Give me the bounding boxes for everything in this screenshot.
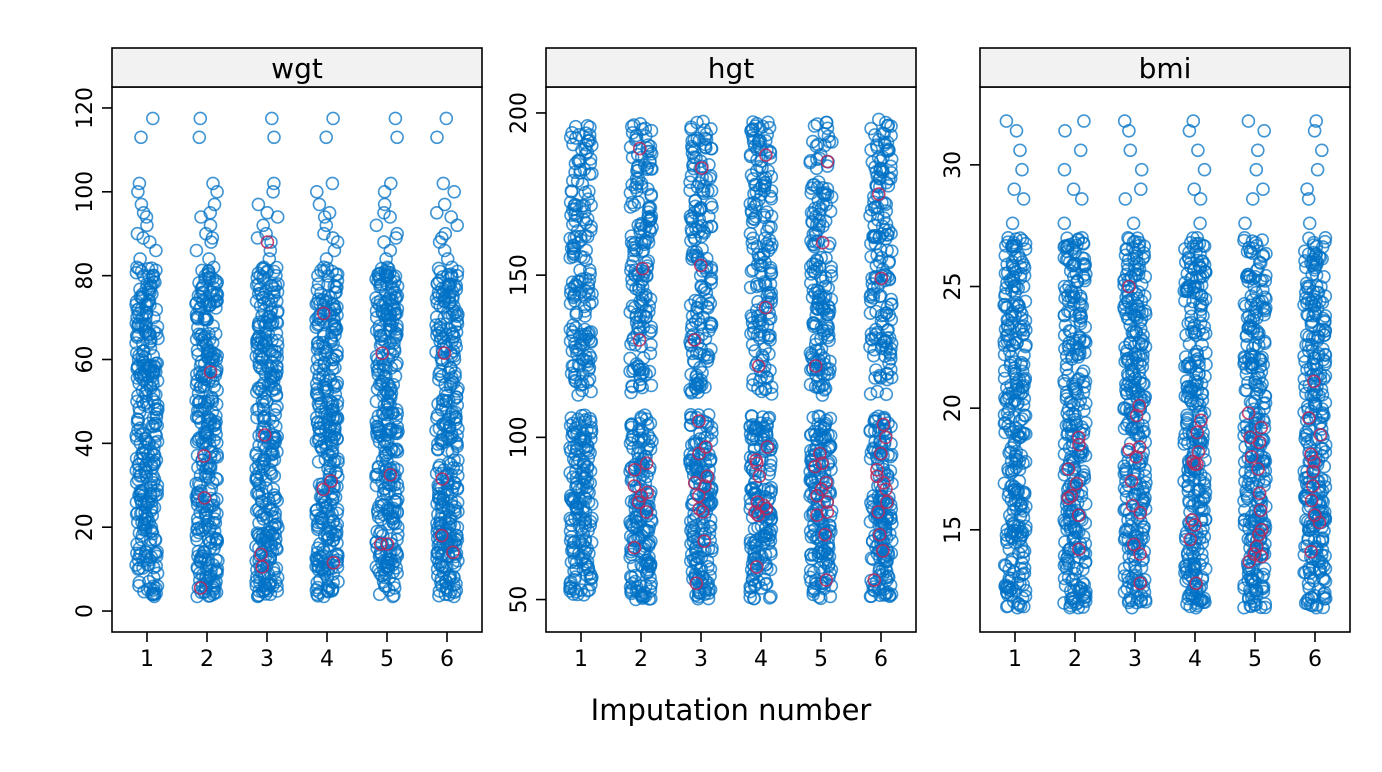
- y-tick-label: 150: [507, 254, 532, 296]
- strip-title: hgt: [708, 52, 755, 85]
- observed-point: [389, 112, 401, 124]
- points-bmi: [998, 115, 1332, 614]
- y-tick-label: 120: [73, 87, 98, 129]
- x-tick-label: 3: [694, 647, 708, 672]
- observed-point: [272, 211, 284, 223]
- observed-point: [135, 198, 147, 210]
- observed-point: [320, 219, 332, 231]
- observed-point: [133, 177, 145, 189]
- observed-point: [313, 456, 325, 468]
- y-tick-label: 60: [73, 346, 98, 374]
- x-tick-label: 2: [634, 647, 648, 672]
- observed-point: [1075, 144, 1087, 156]
- x-tick-label: 6: [440, 647, 454, 672]
- observed-point: [267, 186, 279, 198]
- observed-point: [451, 219, 463, 231]
- y-tick-label: 0: [73, 604, 98, 618]
- observed-point: [1008, 183, 1020, 195]
- observed-point: [313, 198, 325, 210]
- observed-point: [370, 219, 382, 231]
- observed-point: [1014, 144, 1026, 156]
- observed-point: [437, 177, 449, 189]
- observed-point: [1011, 125, 1023, 137]
- x-tick-label: 6: [874, 647, 888, 672]
- observed-point: [194, 112, 206, 124]
- observed-point: [747, 116, 759, 128]
- observed-point: [132, 186, 144, 198]
- observed-point: [1016, 164, 1028, 176]
- x-tick-label: 5: [380, 647, 394, 672]
- panel-frame: [546, 87, 916, 632]
- x-tick-label: 3: [260, 647, 274, 672]
- observed-point: [190, 245, 202, 257]
- x-tick-label: 5: [814, 647, 828, 672]
- observed-point: [268, 131, 280, 143]
- observed-point: [150, 245, 162, 257]
- x-tick-label: 4: [320, 647, 334, 672]
- observed-point: [257, 219, 269, 231]
- observed-point: [147, 112, 159, 124]
- observed-point: [327, 112, 339, 124]
- points-hgt: [564, 113, 898, 605]
- observed-point: [1078, 115, 1090, 127]
- y-tick-label: 40: [73, 429, 98, 457]
- panel-hgt: hgt 1 2 3 4 5 6 50 100 150 200: [507, 48, 916, 672]
- y-tick-label: 100: [73, 171, 98, 213]
- y-tick-label: 80: [73, 262, 98, 290]
- observed-point: [440, 112, 452, 124]
- x-tick-label: 1: [140, 647, 154, 672]
- observed-point: [448, 186, 460, 198]
- y-tick-label: 20: [73, 513, 98, 541]
- observed-point: [1058, 217, 1070, 229]
- observed-point: [1119, 193, 1131, 205]
- observed-point: [431, 131, 443, 143]
- observed-point: [628, 199, 640, 211]
- observed-point: [1068, 183, 1080, 195]
- observed-point: [266, 112, 278, 124]
- observed-point: [379, 186, 391, 198]
- observed-point: [378, 236, 390, 248]
- observed-point: [431, 207, 443, 219]
- observed-point: [865, 388, 877, 400]
- y-tick-label: 50: [507, 586, 532, 614]
- observed-point: [326, 177, 338, 189]
- x-tick-label: 2: [200, 647, 214, 672]
- observed-point: [1135, 183, 1147, 195]
- observed-point: [391, 131, 403, 143]
- observed-point: [1018, 193, 1030, 205]
- y-tick-label: 100: [507, 416, 532, 458]
- observed-point: [1000, 115, 1012, 127]
- observed-point: [1007, 217, 1019, 229]
- observed-point: [385, 177, 397, 189]
- observed-point: [135, 131, 147, 143]
- x-tick-label: 4: [754, 647, 768, 672]
- observed-point: [138, 207, 150, 219]
- observed-point: [193, 131, 205, 143]
- observed-point: [1128, 217, 1140, 229]
- observed-point: [1124, 144, 1136, 156]
- x-tick-label: 1: [574, 647, 588, 672]
- points-wgt: [130, 112, 464, 602]
- observed-point: [1059, 164, 1071, 176]
- observed-point: [1136, 164, 1148, 176]
- observed-point: [1123, 125, 1135, 137]
- y-tick-label: 200: [507, 92, 532, 134]
- observed-point: [320, 131, 332, 143]
- observed-point: [1059, 125, 1071, 137]
- strip-title: wgt: [271, 52, 323, 85]
- panel-frame: [112, 87, 482, 632]
- observed-point: [311, 186, 323, 198]
- observed-point: [445, 211, 457, 223]
- observed-point: [1076, 193, 1088, 205]
